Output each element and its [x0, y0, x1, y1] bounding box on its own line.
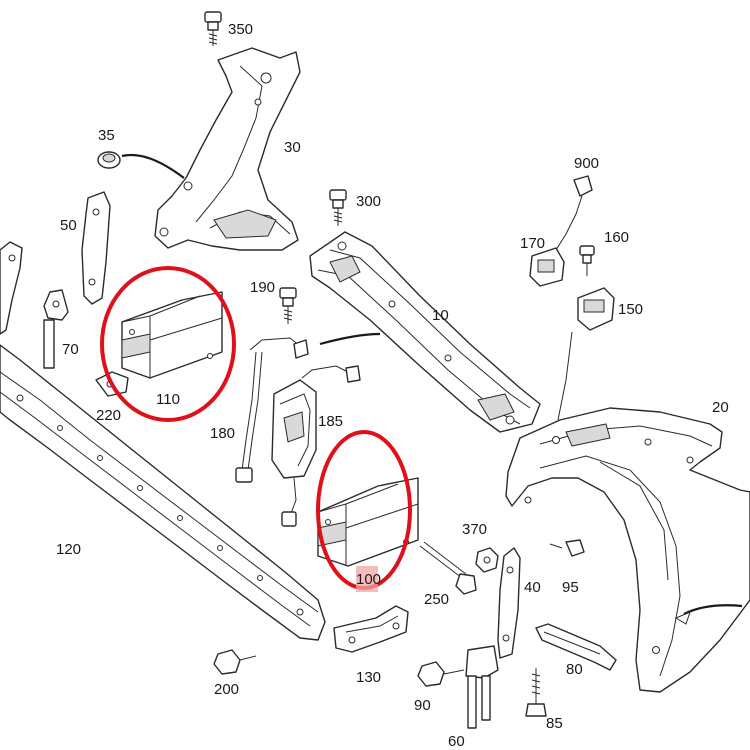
callout-190: 190: [250, 279, 275, 296]
callout-110: 110: [156, 391, 180, 408]
callout-180: 180: [210, 425, 235, 442]
clip-35-part: [97, 151, 121, 169]
callout-160: 160: [604, 229, 629, 246]
callout-90: 90: [414, 697, 431, 714]
bumper-beam-part: [0, 344, 326, 641]
callout-35: 35: [98, 127, 115, 144]
harness-180-part: [235, 337, 309, 483]
bolt-200-part: [213, 649, 257, 675]
callout-40: 40: [524, 579, 541, 596]
highlight-label-100-bg: [356, 566, 378, 592]
bracket-60-part: [465, 645, 499, 729]
callout-30: 30: [284, 139, 301, 156]
crash-box-100-part: [317, 477, 419, 567]
sensor-900-part: [555, 175, 593, 251]
holder-170-part: [529, 247, 565, 287]
bolt-350-part: [204, 11, 222, 46]
callout-185: 185: [318, 413, 343, 430]
callout-300: 300: [356, 193, 381, 210]
bolt-300-part: [329, 189, 347, 226]
bracket-150-part: [577, 287, 615, 331]
bracket-130-part: [333, 605, 409, 653]
callout-170: 170: [520, 235, 545, 252]
bolt-250-part: [419, 541, 477, 595]
nut-370-part: [475, 547, 499, 573]
leader-lines: [121, 153, 743, 625]
highlight-circle-110: [100, 266, 236, 422]
bolt-190-part: [279, 287, 297, 324]
callout-10: 10: [432, 307, 449, 324]
callout-85: 85: [546, 715, 563, 732]
callout-50: 50: [60, 217, 77, 234]
callout-120: 120: [56, 541, 81, 558]
callout-80: 80: [566, 661, 583, 678]
cross-member-10-part: [309, 231, 541, 433]
left-support-bracket-part: [154, 47, 301, 251]
callout-250: 250: [424, 591, 449, 608]
bolt-85-part: [525, 668, 547, 717]
bolt-90-part: [417, 661, 465, 687]
callout-200: 200: [214, 681, 239, 698]
callout-20: 20: [712, 399, 729, 416]
bracket-40-part: [497, 547, 521, 659]
edge-bracket-part: [0, 241, 23, 335]
plate-185-part: [271, 365, 361, 527]
callout-70: 70: [62, 341, 79, 358]
callout-350: 350: [228, 21, 253, 38]
bolt-95-part: [549, 539, 585, 557]
bracket-70-part: [43, 289, 69, 369]
callout-130: 130: [356, 669, 381, 686]
strut-line: [557, 331, 573, 421]
callout-100: 100: [356, 571, 381, 588]
callout-900: 900: [574, 155, 599, 172]
callout-60: 60: [448, 733, 465, 750]
wheelhouse-20-part: [505, 407, 750, 693]
crash-box-110-part: [121, 291, 223, 379]
bolt-160-part: [579, 245, 595, 276]
callout-370: 370: [462, 521, 487, 538]
callout-95: 95: [562, 579, 579, 596]
rail-80-part: [535, 623, 617, 671]
callout-220: 220: [96, 407, 121, 424]
bracket-50-part: [81, 191, 111, 305]
callout-150: 150: [618, 301, 643, 318]
